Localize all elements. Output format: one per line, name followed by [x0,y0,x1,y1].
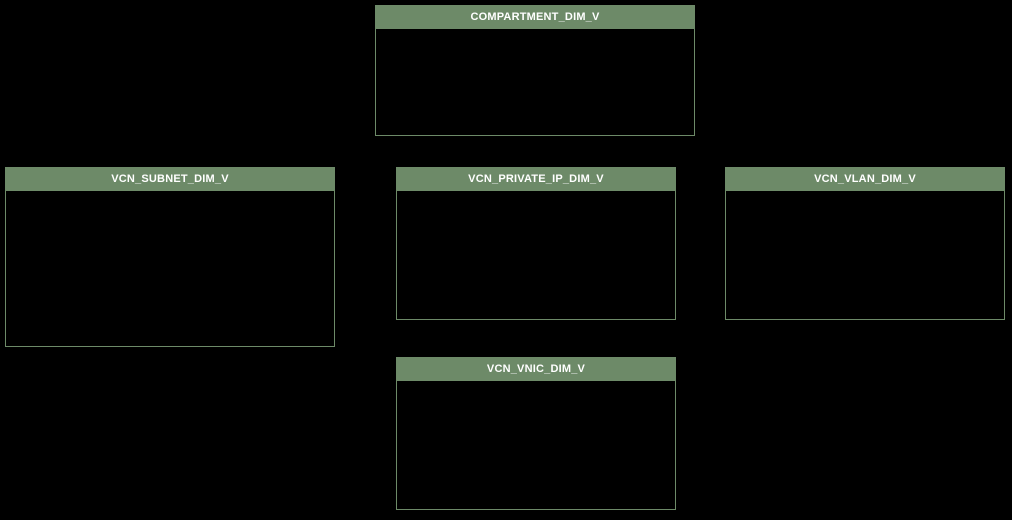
entity-title-vcn-vnic-dim-v: VCN_VNIC_DIM_V [397,358,675,381]
entity-title-compartment-dim-v: COMPARTMENT_DIM_V [376,6,694,29]
entity-title-vcn-vlan-dim-v: VCN_VLAN_DIM_V [726,168,1004,191]
entity-fields-vcn-private-ip-dim-v [397,191,675,319]
entity-box-compartment-dim-v[interactable]: COMPARTMENT_DIM_V [375,5,695,136]
entity-box-vcn-vlan-dim-v[interactable]: VCN_VLAN_DIM_V [725,167,1005,320]
entity-box-vcn-private-ip-dim-v[interactable]: VCN_PRIVATE_IP_DIM_V [396,167,676,320]
entity-box-vcn-subnet-dim-v[interactable]: VCN_SUBNET_DIM_V [5,167,335,347]
entity-title-vcn-private-ip-dim-v: VCN_PRIVATE_IP_DIM_V [397,168,675,191]
entity-fields-vcn-vlan-dim-v [726,191,1004,319]
entity-fields-vcn-vnic-dim-v [397,381,675,509]
entity-title-vcn-subnet-dim-v: VCN_SUBNET_DIM_V [6,168,334,191]
entity-box-vcn-vnic-dim-v[interactable]: VCN_VNIC_DIM_V [396,357,676,510]
entity-fields-vcn-subnet-dim-v [6,191,334,346]
entity-fields-compartment-dim-v [376,29,694,135]
